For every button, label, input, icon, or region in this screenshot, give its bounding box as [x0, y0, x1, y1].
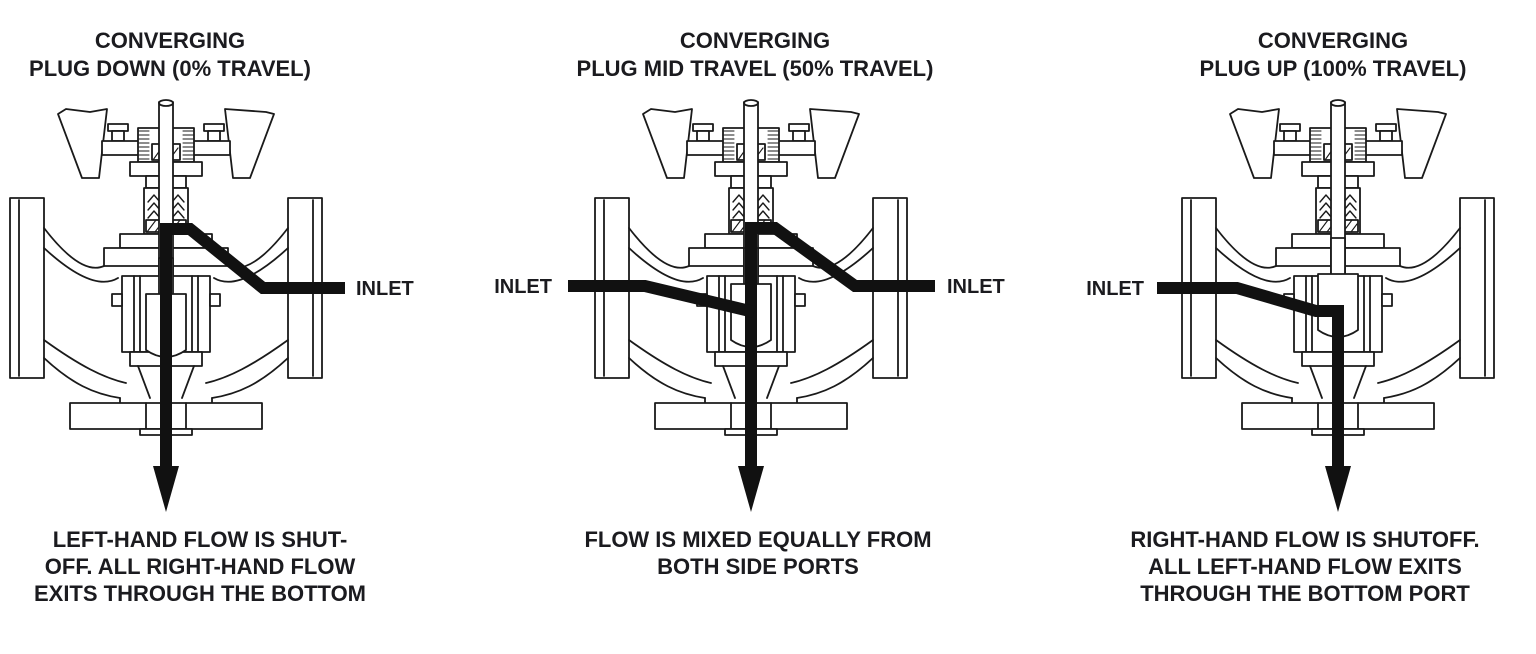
- flow-arrowhead-down: [1325, 466, 1351, 512]
- inlet-label-left: INLET: [494, 276, 552, 298]
- panel-title-line-2: PLUG MID TRAVEL (50% TRAVEL): [577, 56, 934, 81]
- panel-caption-line-2: OFF. ALL RIGHT-HAND FLOW: [45, 554, 356, 579]
- inlet-label-left: INLET: [1086, 278, 1144, 300]
- flow-arrowhead-down: [153, 466, 179, 512]
- panel-title-line-1: CONVERGING: [680, 28, 830, 53]
- panel-caption-line-1: FLOW IS MIXED EQUALLY FROM: [584, 527, 931, 552]
- panel-title-line-1: CONVERGING: [95, 28, 245, 53]
- panel-caption-line-1: RIGHT-HAND FLOW IS SHUTOFF.: [1130, 527, 1479, 552]
- panel-title-line-1: CONVERGING: [1258, 28, 1408, 53]
- panel-caption-line-1: LEFT-HAND FLOW IS SHUT-: [53, 527, 348, 552]
- panel-plug-up: CONVERGING PLUG UP (100% TRAVEL) INLET R…: [1086, 28, 1495, 606]
- inlet-label-right: INLET: [947, 276, 1005, 298]
- panel-caption-line-3: THROUGH THE BOTTOM PORT: [1140, 581, 1470, 606]
- flow-path-right-inlet-to-bottom: [160, 223, 345, 478]
- flow-arrowhead-down: [738, 466, 764, 512]
- panel-title-line-2: PLUG DOWN (0% TRAVEL): [29, 56, 311, 81]
- panel-caption-line-3: EXITS THROUGH THE BOTTOM: [34, 581, 366, 606]
- flow-path-left-inlet-merge: [568, 280, 756, 318]
- panel-caption-line-2: ALL LEFT-HAND FLOW EXITS: [1148, 554, 1462, 579]
- inlet-label-right: INLET: [356, 278, 414, 300]
- panel-plug-down: CONVERGING PLUG DOWN (0% TRAVEL) INLET L…: [9, 28, 414, 606]
- panel-plug-mid-travel: CONVERGING PLUG MID TRAVEL (50% TRAVEL) …: [494, 28, 1005, 579]
- panel-title-line-2: PLUG UP (100% TRAVEL): [1200, 56, 1467, 81]
- flow-path-left-inlet-to-bottom: [1157, 282, 1344, 478]
- panel-caption-line-2: BOTH SIDE PORTS: [657, 554, 859, 579]
